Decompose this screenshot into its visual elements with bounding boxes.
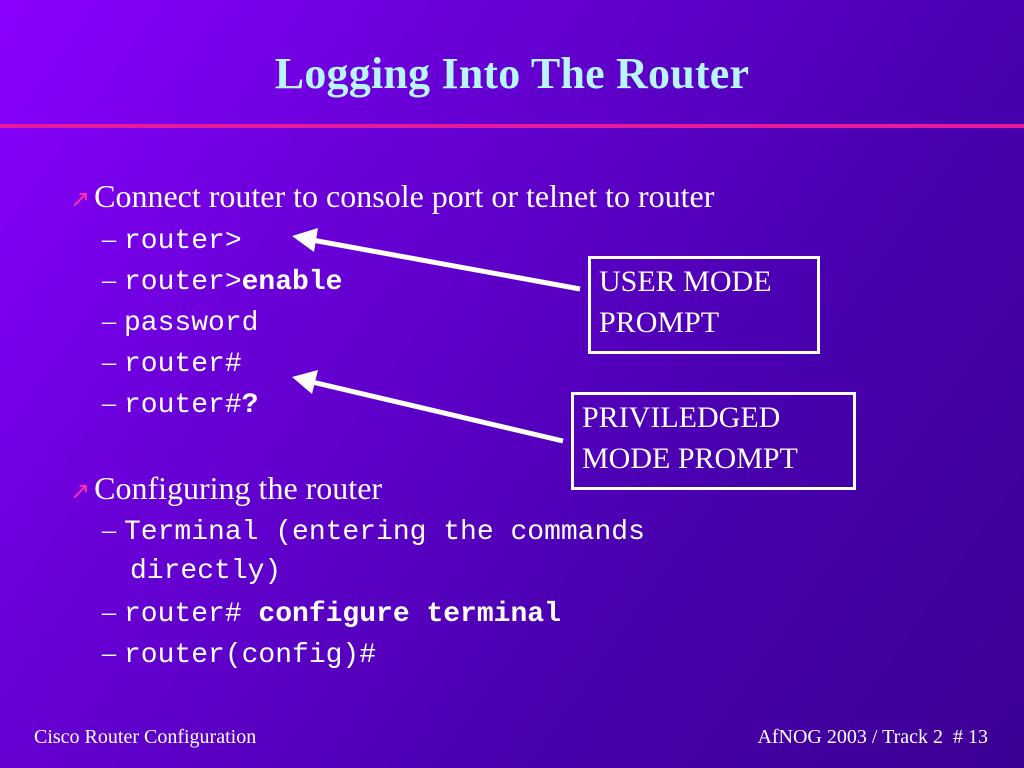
command-text: directly) [130,556,282,587]
callout-privileged-mode: PRIVILEDGED MODE PROMPT [571,392,856,490]
command-text: router> [124,267,242,298]
callout-line: MODE PROMPT [582,442,798,475]
arrow-up-right-icon: ↗ [70,479,91,505]
dash-glyph: – [102,347,116,378]
command-text: router# [124,390,242,421]
title-divider [0,124,1024,128]
arrow-privileged-mode [311,379,564,444]
callout-line: USER MODE [599,265,772,298]
command-bold: configure terminal [258,599,561,630]
command-text: Terminal (entering the commands [124,517,645,548]
arrow-head-icon [292,370,318,394]
dash-glyph: – [102,638,116,669]
footer-right: AfNOG 2003 / Track 2 # 13 [757,726,988,748]
sub-item-router-help: –router#? [102,388,258,421]
command-text: router# [124,349,242,380]
command-bold: ? [241,390,259,421]
sub-item-terminal-cont: directly) [130,556,281,587]
command-bold: enable [241,267,343,298]
command-text: router> [124,226,242,257]
footer-left: Cisco Router Configuration [34,726,257,748]
dash-glyph: – [102,388,116,419]
sub-item-router-enable: –router>enable [102,265,342,298]
sub-item-configure-terminal: –router# configure terminal [102,597,561,630]
arrow-head-icon [292,228,318,252]
command-text: router# [124,599,259,630]
arrow-up-right-icon: ↗ [70,187,91,213]
dash-glyph: – [102,265,116,296]
sub-item-terminal: –Terminal (entering the commands [102,515,645,548]
callout-line: PROMPT [599,306,720,339]
bullet-connect: ↗ Connect router to console port or teln… [70,178,714,215]
sub-item-router-config: –router(config)# [102,638,376,671]
dash-glyph: – [102,224,116,255]
slide-title: Logging Into The Router [274,49,750,98]
dash-glyph: – [102,515,116,546]
command-text: router(config)# [124,640,377,671]
command-text: password [124,308,259,339]
sub-item-router-prompt: –router> [102,224,242,257]
sub-item-password: –password [102,306,258,339]
bullet-configuring: ↗ Configuring the router [70,470,382,507]
dash-glyph: – [102,597,116,628]
arrow-user-mode [311,237,581,292]
callout-user-mode: USER MODE PROMPT [588,256,820,354]
sub-item-router-hash: –router# [102,347,242,380]
callout-line: PRIVILEDGED [582,401,781,434]
bullet-text: Configuring the router [94,470,383,506]
bullet-text: Connect router to console port or telnet… [94,178,715,214]
dash-glyph: – [102,306,116,337]
